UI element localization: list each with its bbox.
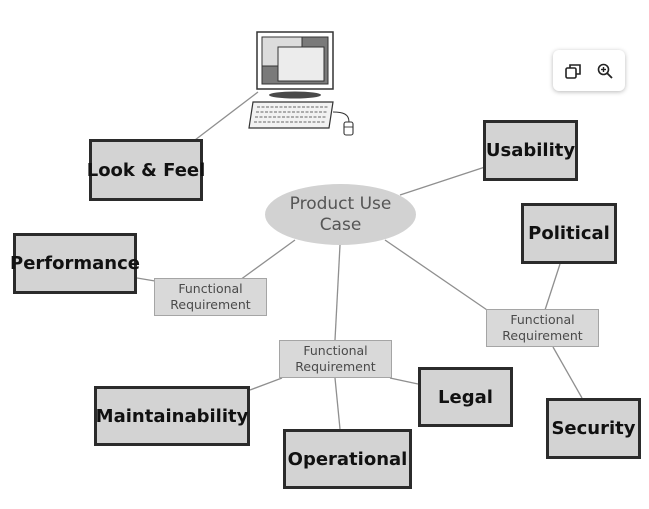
req-middle-line1: Functional (303, 343, 368, 358)
functional-requirement-left: Functional Requirement (154, 278, 267, 316)
center-label-line2: Case (319, 214, 362, 235)
computer-icon (248, 31, 354, 136)
req-right-line1: Functional (510, 312, 575, 327)
zoom-in-button[interactable] (593, 59, 617, 83)
security-box: Security (546, 398, 641, 459)
connector-performance-left-req (136, 277, 156, 282)
operational-box: Operational (283, 429, 412, 489)
connector-right-req-political (544, 263, 561, 311)
legal-box: Legal (418, 367, 513, 427)
connector-center-left-req (239, 239, 296, 281)
connector-middle-req-maintainability (249, 377, 283, 391)
req-middle-line2: Requirement (295, 359, 376, 374)
connector-center-right-req (384, 239, 491, 313)
connector-middle-req-legal (389, 377, 419, 385)
connector-middle-req-operational (334, 377, 341, 430)
product-use-case-node: Product Use Case (265, 184, 416, 245)
usability-box: Usability (483, 120, 578, 181)
performance-box: Performance (10, 233, 140, 294)
look-feel-box: Look & Feel (87, 139, 205, 201)
connector-center-usability (399, 166, 486, 196)
political-box: Political (521, 203, 617, 264)
connector-lookfeel-computer (194, 91, 259, 141)
center-label-line1: Product Use (289, 193, 392, 214)
connector-center-middle-req (334, 244, 341, 341)
zoom-in-icon (597, 63, 613, 79)
open-in-new-window-button[interactable] (561, 59, 585, 83)
connector-right-req-security (552, 346, 583, 399)
functional-requirement-right: Functional Requirement (486, 309, 599, 347)
maintainability-box: Maintainability (94, 386, 250, 446)
req-left-line2: Requirement (170, 297, 251, 312)
open-in-new-window-icon (565, 63, 581, 79)
req-right-line2: Requirement (502, 328, 583, 343)
image-toolbar (553, 50, 625, 91)
functional-requirement-middle: Functional Requirement (279, 340, 392, 378)
req-left-line1: Functional (178, 281, 243, 296)
